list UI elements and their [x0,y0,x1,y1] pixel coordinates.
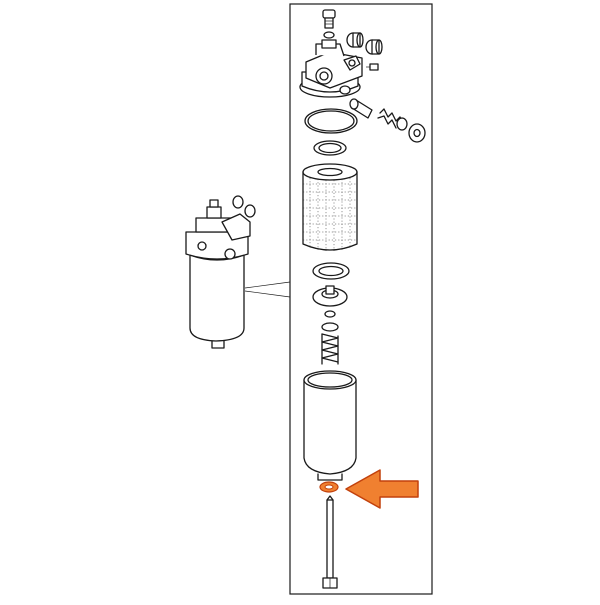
gasket-lower [312,262,350,280]
head-sleeves [346,32,383,55]
exploded-view-frame [289,3,433,595]
filter-head [299,39,363,98]
leader-lines [244,281,291,298]
gasket-upper [313,140,347,156]
arrow-left-icon [345,469,419,509]
spring [321,322,339,365]
center-bolt [322,495,338,589]
drain-washer [319,481,339,493]
filter-bowl [303,370,357,481]
head-screw [366,63,379,71]
filter-element [302,163,358,251]
small-ring [324,310,336,318]
spring-seat [312,285,348,307]
assembled-filter [185,195,256,349]
relief-valve-parts [349,98,426,143]
bleed-screw [322,9,336,39]
o-ring [304,108,358,134]
